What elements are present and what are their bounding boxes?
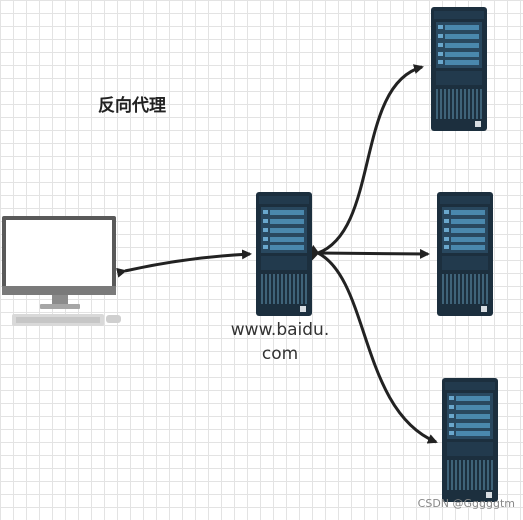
watermark-text: CSDN @Gggggtm bbox=[417, 497, 515, 510]
arrow-proxy-server-middle bbox=[309, 247, 430, 259]
proxy-domain-line-2: com bbox=[261, 344, 299, 364]
proxy-domain-label: www.baidu. com bbox=[200, 318, 360, 366]
arrow-proxy-server-top bbox=[308, 64, 424, 261]
connection-arrows bbox=[116, 64, 438, 444]
desktop-computer-icon bbox=[2, 216, 121, 326]
server-top-icon bbox=[431, 7, 487, 131]
arrow-client-proxy bbox=[116, 249, 252, 278]
proxy-domain-line-1: www.baidu. bbox=[230, 320, 330, 340]
server-bottom-icon bbox=[442, 378, 498, 502]
diagram-title: 反向代理 bbox=[98, 96, 166, 116]
server-middle-icon bbox=[437, 192, 493, 316]
arrow-proxy-server-bottom bbox=[308, 244, 438, 444]
proxy-server-icon bbox=[256, 192, 312, 316]
